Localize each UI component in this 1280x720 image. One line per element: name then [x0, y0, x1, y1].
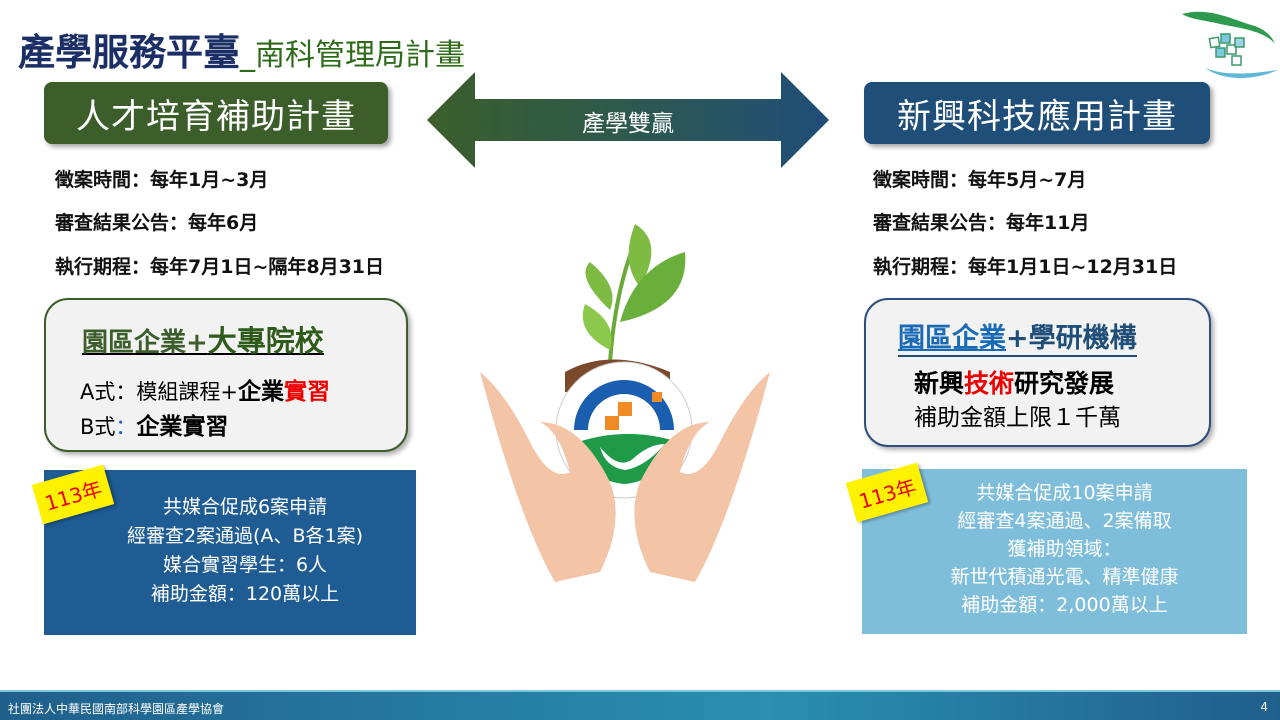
- stat-line: 媒合實習學生：6人: [162, 554, 328, 576]
- stat-line: 經審查4案通過、2案備取: [957, 510, 1172, 532]
- left-stats-box: 共媒合促成6案申請 經審查2案通過(A、B各1案) 媒合實習學生：6人 補助金額…: [44, 470, 416, 635]
- left-card-line2: B式：企業實習: [80, 407, 228, 441]
- line-part: ：: [115, 415, 137, 439]
- stat-line: 獲補助領域：: [1007, 538, 1122, 560]
- page-number: 4: [1260, 700, 1268, 714]
- line-part: 實習: [283, 379, 330, 405]
- line-part: B式: [80, 415, 116, 439]
- footer-bar: 社團法人中華民國南部科學園區產學協會 4: [0, 690, 1280, 720]
- title-part: +學研機構: [1006, 323, 1137, 354]
- left-info-line: 執行期程：每年7月1日~隔年8月31日: [55, 256, 385, 278]
- talent-program-header: 人才培育補助計畫: [44, 82, 388, 144]
- line-part: 技術: [964, 369, 1015, 398]
- stat-line: 新世代積通光電、精準健康: [950, 566, 1179, 588]
- left-info-line: 審查結果公告：每年6月: [55, 212, 259, 234]
- stat-line: 經審查2案通過(A、B各1案): [126, 525, 364, 547]
- title-part: 大專院校: [207, 324, 324, 358]
- title-part: 園區企業+: [82, 328, 208, 358]
- stat-line: 共媒合促成10案申請: [976, 482, 1153, 504]
- left-card-line1: A式：模組課程+企業實習: [80, 372, 330, 406]
- stat-line: 補助金額：120萬以上: [150, 583, 340, 605]
- emerging-tech-program-header: 新興科技應用計畫: [864, 82, 1210, 144]
- right-info-line: 執行期程：每年1月1日~12月31日: [873, 256, 1178, 278]
- right-info-line: 審查結果公告：每年11月: [873, 212, 1090, 234]
- right-card-line2: 補助金額上限１千萬: [914, 405, 1121, 431]
- line-part: 新興: [914, 369, 965, 398]
- win-win-label: 產學雙贏: [582, 111, 674, 137]
- line-part: 企業: [237, 379, 284, 405]
- right-card-line1: 新興技術研究發展: [914, 364, 1114, 400]
- right-partner-card: 園區企業+學研機構 新興技術研究發展 補助金額上限１千萬: [864, 298, 1211, 447]
- right-stats-box: 共媒合促成10案申請 經審查4案通過、2案備取 獲補助領域： 新世代積通光電、精…: [862, 469, 1247, 634]
- stat-line: 補助金額：2,000萬以上: [961, 594, 1168, 616]
- title-part: 園區企業: [898, 323, 1006, 354]
- right-info-line: 徵案時間：每年5月~7月: [873, 169, 1087, 191]
- double-arrow-icon: [427, 72, 829, 168]
- title-main: 產學服務平臺: [18, 31, 240, 74]
- page-title: 產學服務平臺_南科管理局計畫: [18, 22, 465, 76]
- left-card-title: 園區企業+大專院校: [82, 318, 324, 360]
- line-part: A式：模組課程+: [80, 380, 238, 404]
- left-partner-card: 園區企業+大專院校 A式：模組課程+企業實習 B式：企業實習: [44, 298, 408, 452]
- line-part: 企業實習: [136, 414, 229, 440]
- stat-line: 共媒合促成6案申請: [162, 496, 328, 518]
- left-info-line: 徵案時間：每年1月~3月: [55, 169, 269, 191]
- association-logo-icon: [1182, 11, 1278, 78]
- hands-sprout-logo-icon: [480, 224, 770, 582]
- title-sub: _南科管理局計畫: [240, 38, 465, 73]
- line-part: 研究發展: [1014, 369, 1115, 398]
- right-card-title: 園區企業+學研機構: [898, 316, 1137, 357]
- footer-org: 社團法人中華民國南部科學園區產學協會: [8, 702, 225, 716]
